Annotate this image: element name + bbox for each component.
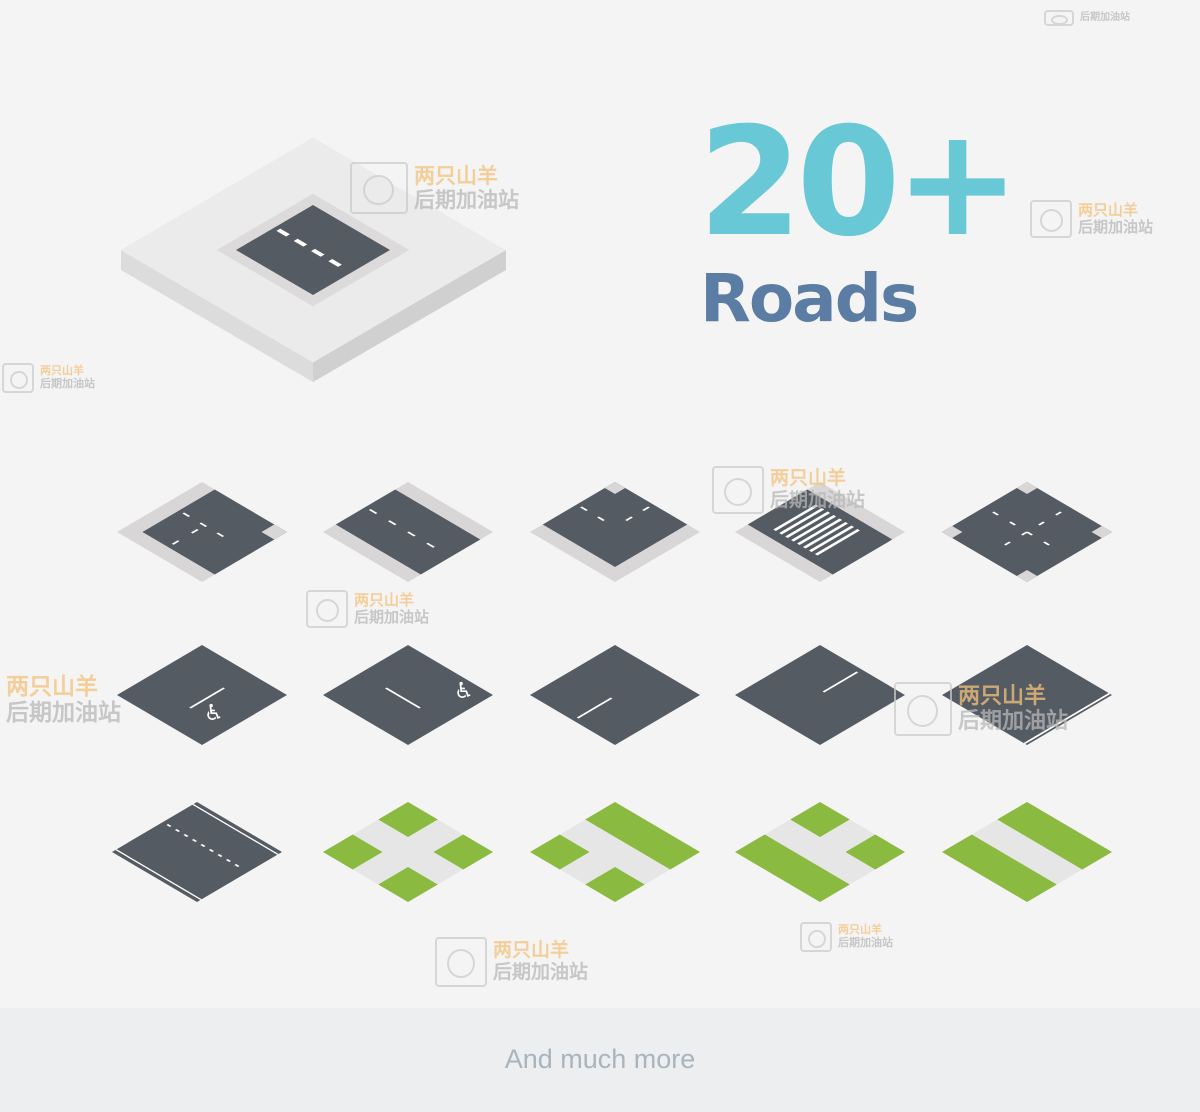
lane-dash — [625, 516, 633, 521]
edge-line — [1023, 693, 1111, 744]
tile-parking — [322, 645, 494, 745]
tile-parking — [734, 645, 906, 745]
tile-grass-t-flipped — [734, 802, 906, 902]
lane-dash — [388, 520, 397, 526]
tile-grass-straight — [941, 802, 1113, 902]
tile-intersection — [941, 482, 1113, 582]
tile-parking — [116, 645, 288, 745]
tile-part — [111, 802, 283, 902]
tile-part — [322, 645, 494, 745]
tile-part — [585, 867, 645, 902]
tile-part — [322, 802, 494, 902]
lane-dash — [234, 864, 240, 867]
lane-dash — [276, 228, 290, 237]
parking-line — [822, 671, 859, 693]
tile-part — [322, 834, 383, 870]
tile-parking — [941, 645, 1113, 745]
tile-road-edge-lines — [111, 802, 283, 902]
tile-part — [845, 834, 906, 870]
tile-part — [116, 645, 288, 745]
lane-dash — [191, 839, 197, 842]
wheelchair-icon: ♿ — [454, 679, 474, 704]
lane-dash — [199, 522, 208, 527]
lane-dash — [642, 506, 650, 511]
lane-dash — [183, 834, 189, 837]
tile-part — [734, 645, 906, 745]
parking-line — [385, 687, 421, 709]
lane-dash — [992, 511, 999, 516]
crosswalk-stripe — [779, 508, 825, 535]
tile-grass-cross — [322, 802, 494, 902]
tile-part — [378, 802, 438, 837]
tile-t-junction — [116, 482, 288, 582]
lane-dash — [171, 540, 180, 545]
lane-dash — [1055, 511, 1062, 516]
tile-part — [734, 834, 850, 902]
lane-dash — [407, 531, 416, 537]
parking-line — [189, 687, 225, 709]
tile-part — [142, 489, 288, 575]
lane-dash — [311, 248, 325, 257]
tile-part — [1016, 570, 1038, 582]
footer-band — [0, 1008, 1200, 1112]
crosswalk-stripe — [773, 504, 819, 531]
crosswalk-stripe — [814, 529, 860, 556]
lane-dash — [174, 829, 180, 832]
lane-dash — [200, 844, 206, 847]
edge-line — [115, 849, 202, 900]
lane-dash — [1043, 541, 1050, 546]
hero-road-tile — [120, 137, 506, 363]
lane-dash — [208, 849, 215, 852]
tile-part — [585, 802, 701, 870]
footer-text: And much more — [504, 1044, 696, 1074]
crosswalk-stripe — [797, 518, 843, 545]
lane-dash — [216, 532, 225, 537]
lane-dash — [293, 238, 308, 247]
lane-dash — [1009, 521, 1016, 526]
lane-dash — [166, 824, 172, 827]
lane-dash — [426, 542, 435, 548]
road-count: 20+ — [698, 96, 1020, 270]
tile-part — [941, 834, 1057, 902]
tile-crosswalk — [734, 482, 906, 582]
lane-dash — [217, 854, 223, 857]
wheelchair-icon: ♿ — [204, 701, 224, 726]
block-side-right — [313, 250, 506, 382]
crosswalk-stripe — [791, 515, 837, 542]
lane-dash — [597, 516, 605, 521]
crosswalk-stripe — [808, 525, 855, 552]
lane-dash — [1038, 521, 1045, 526]
lane-dash — [1021, 531, 1028, 536]
tile-straight-road — [322, 482, 494, 582]
crosswalk-stripe — [802, 522, 849, 549]
lane-dash — [225, 859, 232, 862]
tile-part — [378, 867, 438, 902]
tile-part — [790, 802, 850, 837]
tile-part — [604, 482, 626, 494]
edge-line — [192, 804, 279, 855]
lane-dash — [182, 512, 191, 517]
tile-grass-t — [529, 802, 701, 902]
tile-part — [941, 645, 1113, 745]
tile-part — [529, 834, 590, 870]
tile-part — [529, 645, 701, 745]
crosswalk-stripe — [785, 511, 831, 538]
tile-part — [997, 802, 1113, 870]
tile-parking — [529, 645, 701, 745]
lane-dash — [328, 259, 342, 267]
tile-part — [433, 834, 494, 870]
lane-dash — [368, 509, 378, 514]
lane-dash — [1004, 541, 1011, 546]
tile-corner-road — [529, 482, 701, 582]
tile-part — [542, 482, 688, 567]
lane-dash — [190, 529, 199, 534]
tile-part — [1016, 482, 1038, 494]
lane-dash — [580, 506, 588, 511]
roads-heading: Roads — [700, 260, 919, 337]
parking-line — [576, 697, 613, 719]
block-side-left — [121, 250, 313, 382]
